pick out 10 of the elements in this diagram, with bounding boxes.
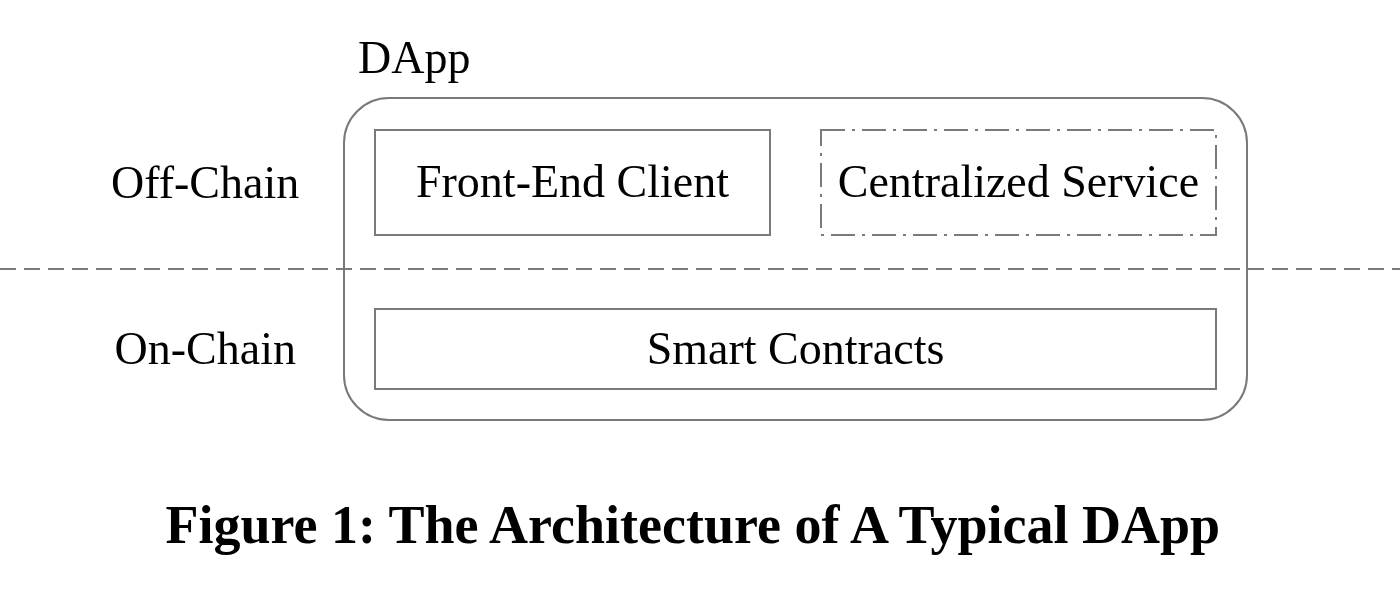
component-box [374,129,771,236]
component-label: Front-End Client [415,157,729,208]
component-label: Smart Contracts [646,323,945,375]
group-title: DApp [358,33,471,84]
layer-label: Off-Chain [111,157,300,209]
component-box [820,129,1217,236]
component-label: Centralized Service [837,157,1200,208]
layer-label: On-Chain [114,323,296,375]
component-box [374,308,1217,390]
figure-caption: Figure 1: The Architecture of A Typical DApp [165,495,1221,555]
